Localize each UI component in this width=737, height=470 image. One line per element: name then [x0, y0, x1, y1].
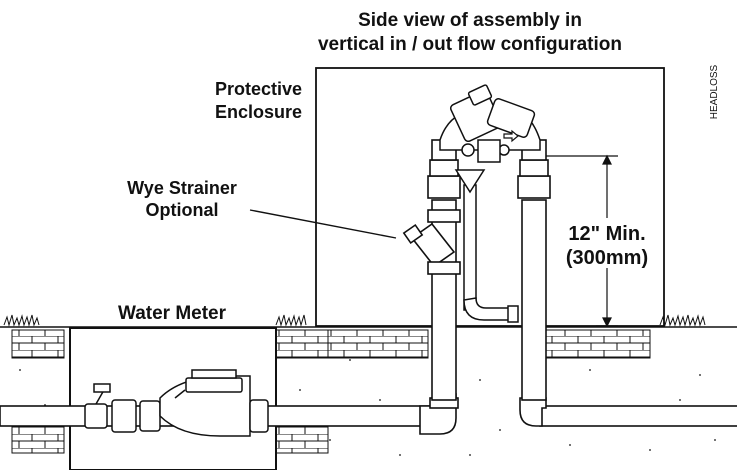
- backflow-valve-assembly: [439, 84, 541, 163]
- wye-strainer: [402, 209, 461, 275]
- strainer-leader-line: [249, 209, 397, 239]
- title-line-1: Side view of assembly in: [358, 10, 582, 31]
- title-line-2: vertical in / out flow configuration: [318, 34, 622, 55]
- grass-tuft-icon: [3, 314, 706, 327]
- water-meter: [84, 369, 269, 437]
- side-tag: HEADLOSS: [709, 64, 720, 119]
- ground: [0, 326, 737, 456]
- strainer-label-line-1: Wye Strainer: [127, 178, 237, 198]
- enclosure-label-line-2: Enclosure: [215, 102, 302, 122]
- return-pipe: [519, 397, 737, 427]
- inlet-riser: [402, 139, 461, 401]
- dimension-label-line-2: (300mm): [566, 247, 648, 269]
- meter-label: Water Meter: [118, 303, 227, 324]
- strainer-label-line-2: Optional: [146, 200, 219, 220]
- relief-drain: [454, 169, 519, 323]
- enclosure-label-line-1: Protective: [215, 79, 302, 99]
- flow-arrow-icon: [503, 129, 519, 143]
- protective-enclosure: [315, 67, 665, 327]
- dimension-label-line-1: 12" Min.: [568, 223, 645, 245]
- outlet-riser: [517, 139, 551, 401]
